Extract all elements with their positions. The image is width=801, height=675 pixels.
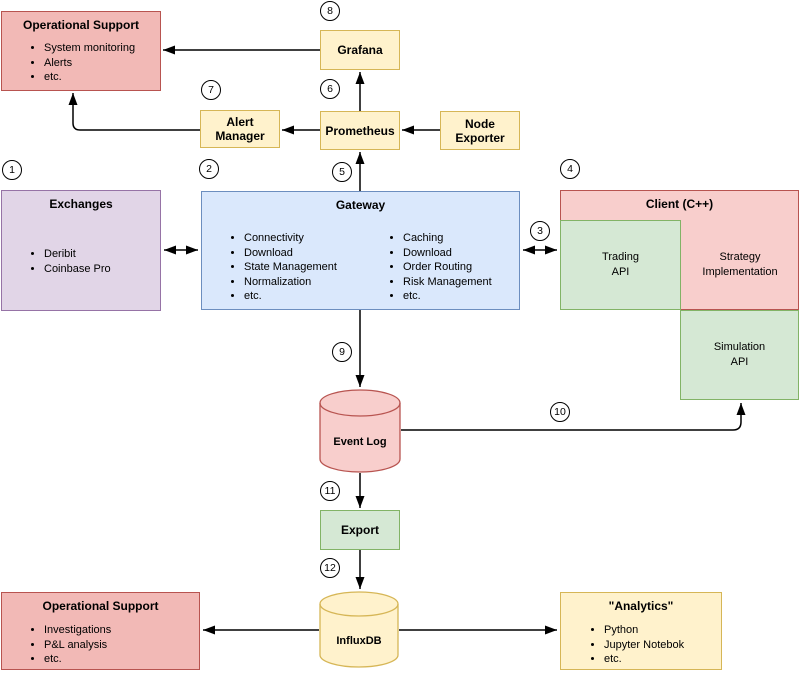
step-badge-7: 7 bbox=[201, 80, 221, 100]
node-title: Exchanges bbox=[49, 197, 113, 211]
node-alert-manager: Alert Manager bbox=[200, 110, 280, 148]
node-trading-api: Trading API bbox=[560, 220, 681, 310]
node-operational-support-bottom: Operational Support Investigations P&L a… bbox=[1, 592, 200, 670]
node-operational-support-top: Operational Support System monitoring Al… bbox=[1, 11, 161, 91]
node-title: Operational Support bbox=[22, 18, 139, 32]
bullet-item: Download bbox=[244, 246, 337, 261]
node-influxdb-label: InfluxDB bbox=[336, 635, 382, 647]
step-badge-5: 5 bbox=[332, 162, 352, 182]
node-prometheus: Prometheus bbox=[320, 111, 400, 150]
node-gateway: Gateway Connectivity Download State Mana… bbox=[201, 191, 520, 310]
node-title: "Analytics" bbox=[608, 599, 674, 613]
connector-event-log-to-simulation-api bbox=[401, 403, 746, 431]
node-event-log-label: Event Log bbox=[333, 436, 387, 448]
node-title: Operational Support bbox=[42, 599, 159, 613]
bullet-item: etc. bbox=[244, 289, 337, 304]
bullet-item: State Management bbox=[244, 260, 337, 275]
bullet-item: Connectivity bbox=[244, 231, 337, 246]
step-badge-1: 1 bbox=[2, 160, 22, 180]
bullet-item: etc. bbox=[44, 70, 135, 85]
bullet-item: Caching bbox=[403, 231, 492, 246]
bullet-item: Investigations bbox=[44, 623, 111, 638]
node-export: Export bbox=[320, 510, 400, 550]
bullet-item: Normalization bbox=[244, 275, 337, 290]
step-badge-9: 9 bbox=[332, 342, 352, 362]
node-event-log-cylinder bbox=[319, 389, 401, 473]
node-analytics: "Analytics" Python Jupyter Notebok etc. bbox=[560, 592, 722, 670]
label-strategy-implementation: Strategy Implementation bbox=[702, 251, 778, 278]
step-badge-6: 6 bbox=[320, 79, 340, 99]
node-title: Gateway bbox=[335, 198, 386, 212]
bullet-item: etc. bbox=[44, 652, 111, 667]
bullet-item: etc. bbox=[604, 652, 684, 667]
bullet-item: P&L analysis bbox=[44, 638, 111, 653]
bullet-item: Download bbox=[403, 246, 492, 261]
step-badge-3: 3 bbox=[530, 221, 550, 241]
step-badge-4: 4 bbox=[560, 159, 580, 179]
step-badge-10: 10 bbox=[550, 402, 570, 422]
connector-alert-manager-to-ops-top bbox=[68, 93, 200, 131]
node-simulation-api: Simulation API bbox=[680, 310, 799, 400]
node-exchanges: Exchanges Deribit Coinbase Pro bbox=[1, 190, 161, 311]
step-badge-12: 12 bbox=[320, 558, 340, 578]
bullet-item: Order Routing bbox=[403, 260, 492, 275]
bullet-item: System monitoring bbox=[44, 41, 135, 56]
node-grafana: Grafana bbox=[320, 30, 400, 70]
step-badge-2: 2 bbox=[199, 159, 219, 179]
bullet-item: Deribit bbox=[44, 247, 111, 262]
bullet-item: etc. bbox=[403, 289, 492, 304]
node-title: Client (C++) bbox=[645, 197, 714, 211]
step-badge-8: 8 bbox=[320, 1, 340, 21]
node-influxdb-cylinder bbox=[319, 591, 399, 668]
bullet-item: Jupyter Notebok bbox=[604, 638, 684, 653]
step-badge-11: 11 bbox=[320, 481, 340, 501]
bullet-item: Alerts bbox=[44, 56, 135, 71]
bullet-item: Risk Management bbox=[403, 275, 492, 290]
bullet-item: Coinbase Pro bbox=[44, 262, 111, 277]
node-node-exporter: Node Exporter bbox=[440, 111, 520, 150]
bullet-item: Python bbox=[604, 623, 684, 638]
